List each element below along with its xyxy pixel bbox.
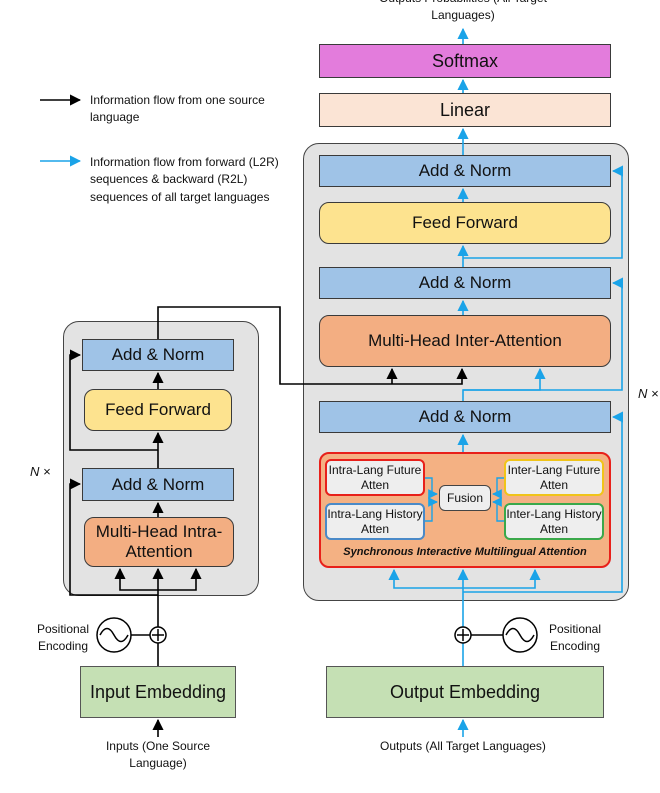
output-embedding: Output Embedding <box>326 666 604 718</box>
outputs-caption: Outputs (All Target Languages) <box>380 739 546 753</box>
decoder-add-norm-2: Add & Norm <box>319 267 611 299</box>
input-embedding: Input Embedding <box>80 666 236 718</box>
decoder-positional-encoding-label: Positional Encoding <box>548 622 602 654</box>
decoder-add-norm-3: Add & Norm <box>319 155 611 187</box>
intra-lang-history-atten: Intra-Lang History Atten <box>325 503 425 540</box>
encoder-add-norm-top: Add & Norm <box>82 339 234 371</box>
decoder-multi-head-inter-attention: Multi-Head Inter-Attention <box>319 315 611 367</box>
decoder-add-norm-1: Add & Norm <box>319 401 611 433</box>
inter-lang-future-atten: Inter-Lang Future Atten <box>504 459 604 496</box>
encoder-positional-encoding-label: Positional Encoding <box>36 622 90 654</box>
encoder-add-norm-bottom: Add & Norm <box>82 468 234 501</box>
decoder-arrows <box>388 27 624 737</box>
decoder-feed-forward: Feed Forward <box>319 202 611 244</box>
intra-lang-future-atten: Intra-Lang Future Atten <box>325 459 425 496</box>
encoder-multi-head-intra-attention: Multi-Head Intra-Attention <box>84 517 234 567</box>
softmax-box: Softmax <box>319 44 611 78</box>
linear-box: Linear <box>319 93 611 127</box>
fusion-box: Fusion <box>439 485 491 511</box>
decoder-repeat-label: N × <box>638 386 659 401</box>
legend-black-text: Information flow from one source languag… <box>90 93 265 125</box>
inter-lang-history-atten: Inter-Lang History Atten <box>504 503 604 540</box>
sima-caption: Synchronous Interactive Multilingual Att… <box>343 546 587 558</box>
encoder-feed-forward: Feed Forward <box>84 389 232 431</box>
legend-blue-text: Information flow from forward (L2R) sequ… <box>90 155 279 204</box>
encoder-arrows <box>69 306 468 737</box>
encoder-repeat-label: N × <box>30 464 51 479</box>
sima-arrows <box>425 477 504 522</box>
output-probabilities-caption: Outputs Probabilities (All Target Langua… <box>379 0 547 23</box>
inputs-caption: Inputs (One Source Language) <box>105 739 211 771</box>
